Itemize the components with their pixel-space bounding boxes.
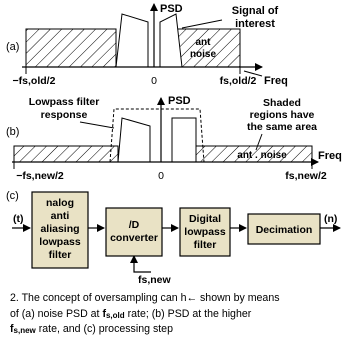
freq-leader-a [243,70,263,77]
shaded-label-2: regions have [250,109,315,121]
noise-region-b-left [13,145,119,163]
figure-caption: 2. The concept of oversampling can h← sh… [10,291,346,338]
caption-line-2: of (a) noise PSD at fs,old rate; (b) PSD… [10,307,346,323]
block-1-line-5: filter [49,249,72,261]
shaded-leader [255,133,263,151]
block-1-line-1: nalog [46,197,74,209]
caption-fs-old: fs,old [102,307,125,320]
panel-b: (b) PSD Lowpass filter response Shaded r… [6,95,342,182]
signal-shape-right [159,13,183,68]
caption-line-3: fs,new rate, and (c) processing step [10,322,346,338]
freq-label-b: Freq [318,150,342,162]
input-label: (t) [13,213,24,225]
psd-label-a: PSD [160,3,183,15]
block-2-line-1: /D [129,219,140,231]
block-adc: /D converter [105,207,163,257]
noise-region-right [175,28,241,68]
filter-label-1: Lowpass filter [29,96,100,108]
caption-line-2-mid: rate; (b) [124,307,168,320]
signal-shape-b-left [117,117,151,163]
tick-label-right-b: fs,new/2 [285,170,327,182]
block-4-line-1: Decimation [256,224,313,236]
caption-line-2-pre: of (a) noise PSD at [10,307,103,320]
shaded-label-3: the same area [247,121,317,133]
signal-label-2: interest [235,18,275,30]
block-analog-antialiasing-filter: nalog anti aliasing lowpass filter [31,191,89,269]
signal-shape-b-right [171,117,197,163]
caption-line-2-post: PSD at the higher [167,307,252,320]
psd-label-b: PSD [168,95,191,107]
lowpass-filter-response [109,108,205,163]
panel-c-tag: (c) [6,190,19,202]
signal-label-1: Signal of [232,5,279,17]
tick-label-left-a: −fs,old/2 [13,75,56,87]
block-2-line-2: converter [110,232,158,244]
clock-label: fs,new [138,274,172,286]
noise-label-a-1: ant [196,37,212,48]
caption-line-1: 2. The concept of oversampling can h← sh… [10,292,280,304]
panel-a: (a) PSD Signal of interest ant noise Fre… [6,3,288,87]
tick-label-zero-b: 0 [158,170,164,182]
panel-c: (c) (t) (n) fs,new nalog anti aliasing l… [6,190,341,286]
output-label: (n) [324,213,337,225]
block-digital-lowpass-filter: Digital lowpass filter [179,207,231,257]
filter-leader [79,121,115,129]
tick-label-right-a: fs,old/2 [220,75,257,87]
caption-fs-new: fs,new [10,323,36,335]
freq-label-a: Freq [264,75,288,87]
shaded-label-1: Shaded [263,97,301,109]
caption-line-3-post: rate, and (c) processing step [35,323,173,335]
noise-label-a-2: noise [190,49,217,60]
tick-label-zero-a: 0 [151,75,157,87]
oversampling-diagram: (a) PSD Signal of interest ant noise Fre… [6,3,342,286]
tick-label-left-b: −fs,new/2 [16,170,64,182]
block-3-line-2: lowpass [184,226,226,238]
block-decimation: Decimation [247,213,321,245]
block-1-line-3: aliasing [40,223,79,235]
clock-arrow [130,255,151,273]
block-3-line-1: Digital [189,213,221,225]
signal-shape-left [115,13,149,68]
filter-label-2: response [41,109,88,121]
block-1-line-4: lowpass [39,236,81,248]
noise-label-b: ant . noise [237,150,287,161]
signal-leader [181,19,223,29]
panel-b-tag: (b) [6,126,19,138]
block-1-line-2: anti [51,210,70,222]
block-3-line-3: filter [194,239,217,251]
noise-region-left [25,28,117,68]
panel-a-tag: (a) [6,41,19,53]
